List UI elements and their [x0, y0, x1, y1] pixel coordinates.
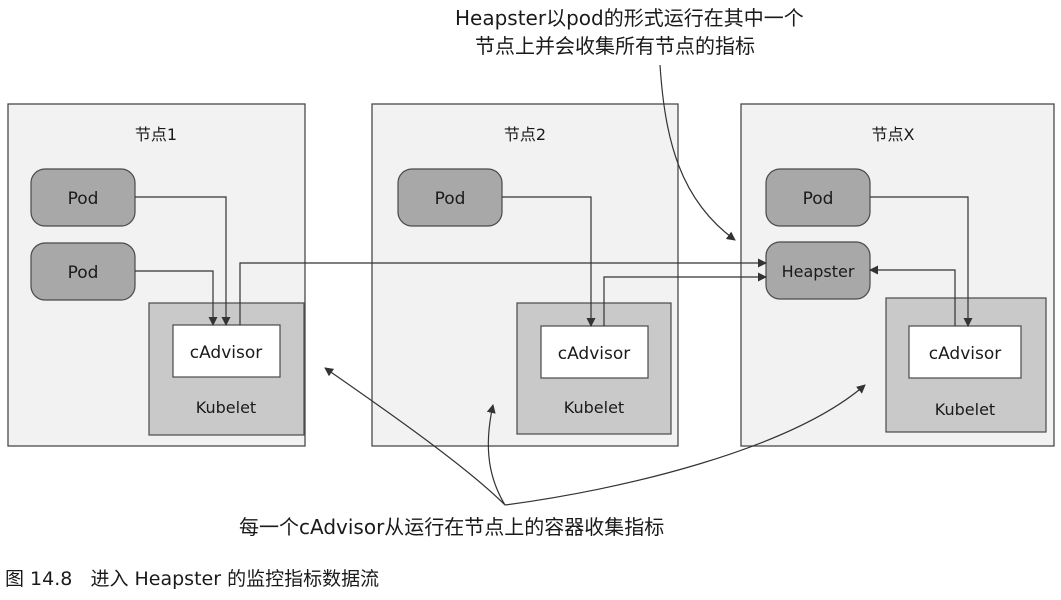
heapster-annotation-line1: Heapster以pod的形式运行在其中一个 [455, 6, 804, 30]
node-2-title: 节点2 [504, 125, 546, 144]
figure-caption: 图 14.8 进入 Heapster 的监控指标数据流 [5, 568, 379, 590]
heapster-annotation-line2: 节点上并会收集所有节点的指标 [475, 34, 755, 58]
cadvisor-annotation-pointer-2 [486, 404, 506, 506]
arrow-nodex-pod-to-cadvisor [870, 196, 973, 327]
node-2-kubelet-label: Kubelet [564, 398, 624, 417]
node-2-cadvisor-label: cAdvisor [558, 344, 631, 364]
node-1: 节点1 Pod Pod cAdvisor Kubelet [7, 103, 306, 447]
node-x-cadvisor-label: cAdvisor [929, 344, 1002, 364]
node-x-kubelet-label: Kubelet [935, 400, 995, 419]
node-1-title: 节点1 [135, 125, 177, 144]
node-1-kubelet-label: Kubelet [196, 398, 256, 417]
node-x-title: 节点X [872, 125, 915, 144]
arrow-node2-cadvisor-to-heapster [603, 272, 767, 326]
node-1-pod-1-label: Pod [68, 189, 99, 209]
cadvisor-annotation-pointer-1 [324, 367, 506, 506]
node-x: 节点X Pod Heapster cAdvisor Kubelet [740, 103, 1055, 447]
heapster-annotation-pointer [659, 64, 736, 241]
node-x-cadvisor [908, 325, 1022, 379]
node-x-pod-1-label: Pod [803, 189, 834, 209]
flow-arrows [135, 64, 973, 506]
node-1-cadvisor [172, 324, 281, 378]
node-1-cadvisor-label: cAdvisor [190, 343, 263, 363]
arrow-nodex-cadvisor-to-heapster [869, 265, 956, 326]
node-2-cadvisor [540, 325, 649, 379]
node-1-pod-2-label: Pod [68, 263, 99, 283]
cadvisor-annotation: 每一个cAdvisor从运行在节点上的容器收集指标 [239, 515, 664, 539]
cadvisor-annotation-pointer-3 [504, 384, 866, 506]
node-x-heapster-label: Heapster [782, 262, 855, 281]
arrow-node1-pod2-to-cadvisor [135, 270, 218, 326]
arrow-node1-pod1-to-cadvisor [135, 196, 231, 326]
node-2: 节点2 Pod cAdvisor Kubelet [371, 103, 679, 447]
node-2-pod-1-label: Pod [435, 189, 466, 209]
arrow-node2-pod-to-cadvisor [502, 196, 596, 327]
